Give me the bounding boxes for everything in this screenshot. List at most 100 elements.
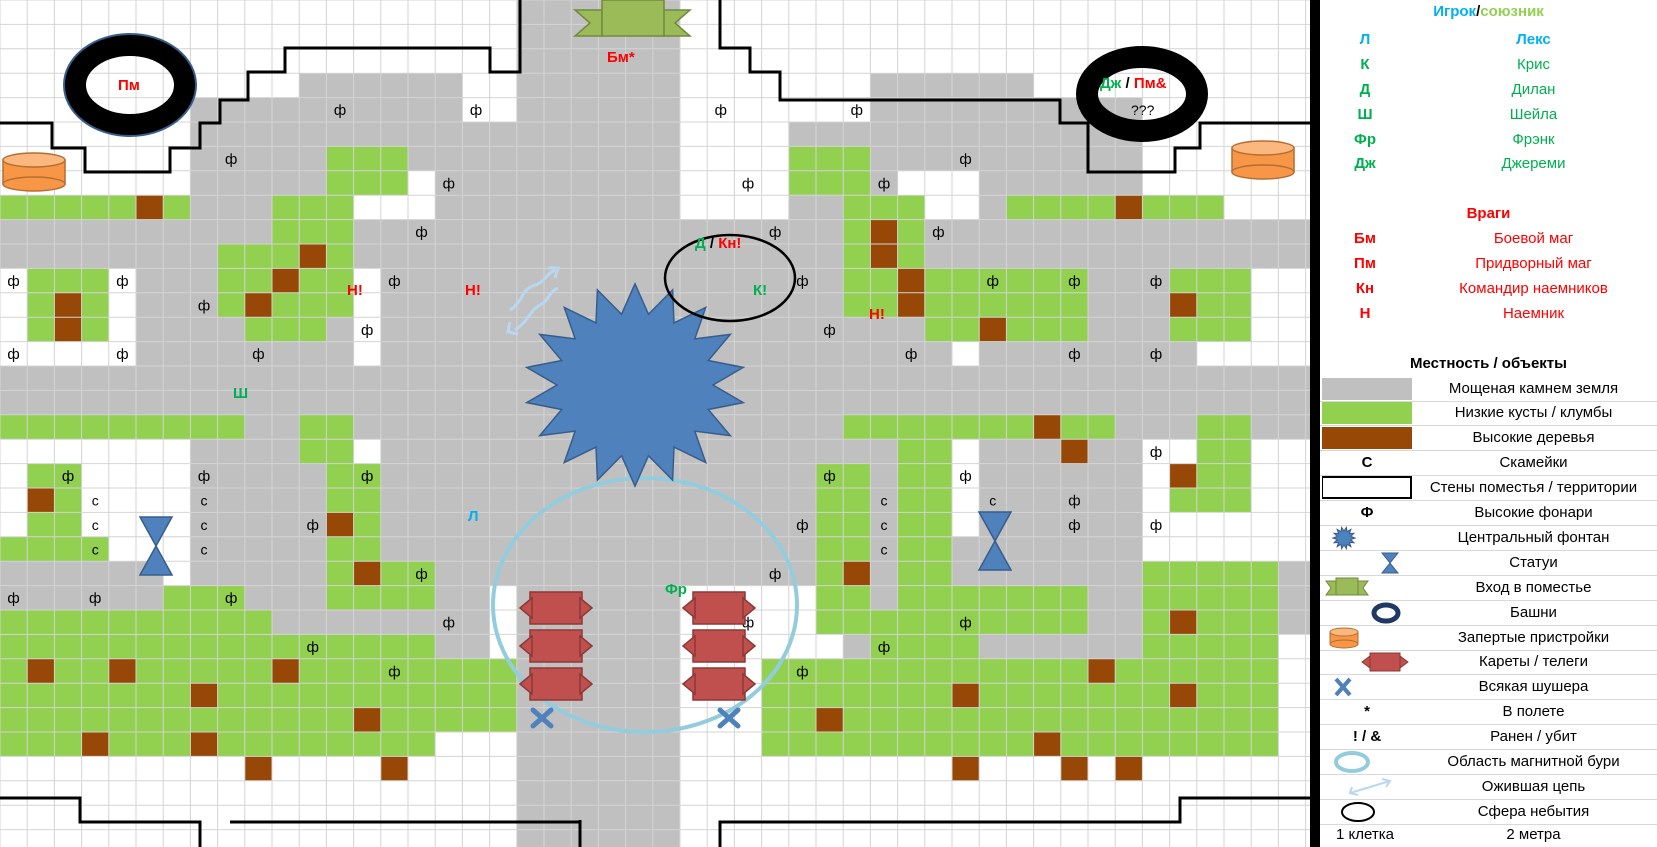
gate-icon <box>1335 577 1359 596</box>
tree-cell <box>843 561 871 586</box>
map-legend-divider <box>1310 0 1320 847</box>
legend-scale-value: 2 метра <box>1506 826 1561 843</box>
bush-cell <box>435 658 517 732</box>
statue-left-icon <box>138 516 174 576</box>
living-chain-icon <box>506 266 561 336</box>
legend-row-terrain: Всякая шушера <box>1320 675 1657 701</box>
cart-shaft-left <box>518 634 533 658</box>
sphere-occupants: Д / Кн! <box>695 235 741 252</box>
legend-header-enemies: Враги <box>1466 205 1511 223</box>
legend-scale-cell: 1 клетка <box>1336 826 1394 843</box>
legend-enemy-code: Бм <box>1354 230 1376 248</box>
legend-terrain-name: Ожившая цепь <box>1481 777 1586 795</box>
legend-terrain-name: В полете <box>1502 703 1565 721</box>
bench-icon: с <box>881 541 888 557</box>
legend-stone-swatch <box>1322 377 1412 401</box>
bush-cell <box>0 414 245 440</box>
lamp-icon: ф <box>715 102 727 119</box>
token-sheila: Ш <box>233 385 249 402</box>
tree-cell <box>870 219 898 244</box>
lamp-icon: ф <box>878 175 890 192</box>
bench-icon: с <box>881 493 888 509</box>
debris-icon <box>530 707 554 729</box>
cart-icon <box>518 629 594 663</box>
chain-link <box>509 268 556 312</box>
token-court-mage-dead: Пм& <box>1133 75 1167 92</box>
tower-right-icon <box>1076 46 1208 142</box>
legend-scale: 1 клетка 2 метра <box>1320 823 1657 847</box>
lamp-icon: ф <box>796 273 808 290</box>
lamp-icon: ф <box>878 639 890 656</box>
token-battle-mage: Бм* <box>607 49 635 66</box>
legend-character-code: Ш <box>1357 105 1373 123</box>
bench-icon: с <box>92 493 99 509</box>
tree-cell <box>272 658 300 684</box>
legend-symbol-svg <box>1334 677 1352 697</box>
gate-left <box>1325 580 1337 596</box>
tree-cell <box>1088 658 1116 684</box>
annex-base <box>2 176 66 192</box>
cart-shaft-left <box>681 596 696 620</box>
annex-base <box>1329 639 1359 648</box>
lamp-icon: ф <box>1150 444 1162 461</box>
legend-enemy-code: Пм <box>1354 255 1376 272</box>
token-jeremy: Дж <box>1100 75 1122 92</box>
tree-cell <box>353 561 381 586</box>
tree-cell <box>54 292 82 318</box>
legend-row-terrain: Область магнитной бури <box>1320 750 1657 775</box>
legend-bench-text: С <box>1361 454 1373 472</box>
legend-symbol-svg <box>1331 525 1357 550</box>
bench-icon: с <box>989 493 996 509</box>
cart-body <box>529 629 583 663</box>
legend-row-enemy: Бм Боевой маг <box>1320 227 1657 251</box>
magnetic-storm-area <box>491 476 799 734</box>
legend-enemy-name: Боевой маг <box>1493 230 1574 248</box>
lamp-icon: ф <box>959 615 971 632</box>
legend-terrain-name: Низкие кусты / клумбы <box>1454 404 1613 422</box>
wall-bottom-right <box>718 796 1310 847</box>
legend-fountain-icon <box>1322 525 1412 550</box>
tree-cell <box>326 512 354 537</box>
lamp-icon: ф <box>932 224 944 241</box>
tree-cell <box>897 268 925 293</box>
cart-icon <box>518 591 594 625</box>
tower-left-outline <box>63 33 197 137</box>
annex-base <box>1231 164 1295 180</box>
token-dylan: Д <box>695 235 706 252</box>
cart-shaft-right <box>742 672 757 696</box>
gate-body <box>601 0 665 37</box>
legend-terrain-name: Высокие фонари <box>1474 504 1593 521</box>
debris-stroke <box>530 707 554 729</box>
tower-icon <box>1371 602 1401 624</box>
chain-icon <box>1348 777 1392 796</box>
tree-cell <box>1115 195 1143 220</box>
lamp-icon: ф <box>361 322 373 339</box>
tree-cell <box>244 756 272 781</box>
lamp-icon: ф <box>1068 517 1080 534</box>
lamp-icon: ф <box>987 273 999 290</box>
token-in-flight-mark: * <box>628 49 635 66</box>
legend-tower-icon <box>1322 601 1412 625</box>
lamp-icon: ф <box>959 468 971 485</box>
gate-right <box>1357 580 1369 596</box>
legend-row-terrain: Статуи <box>1320 551 1657 576</box>
bench-icon: с <box>92 517 99 533</box>
cart-shaft-right <box>742 596 757 620</box>
legend-symbol-svg <box>1322 377 1412 400</box>
tree-cell <box>190 732 218 757</box>
tree-cell <box>952 683 980 708</box>
cart-shaft-right <box>579 634 594 658</box>
lamp-icon: ф <box>7 590 19 607</box>
legend-header-player: Игрок <box>1433 3 1477 20</box>
tree-cell <box>816 707 844 732</box>
token-slash: / <box>709 235 715 252</box>
legend-enemy-name: Командир наемников <box>1459 279 1608 297</box>
bench-icon: с <box>201 517 208 533</box>
tower-left-icon <box>64 34 196 136</box>
legend-row-terrain: Центральный фонтан <box>1320 525 1657 551</box>
stone-swatch <box>1322 377 1412 400</box>
